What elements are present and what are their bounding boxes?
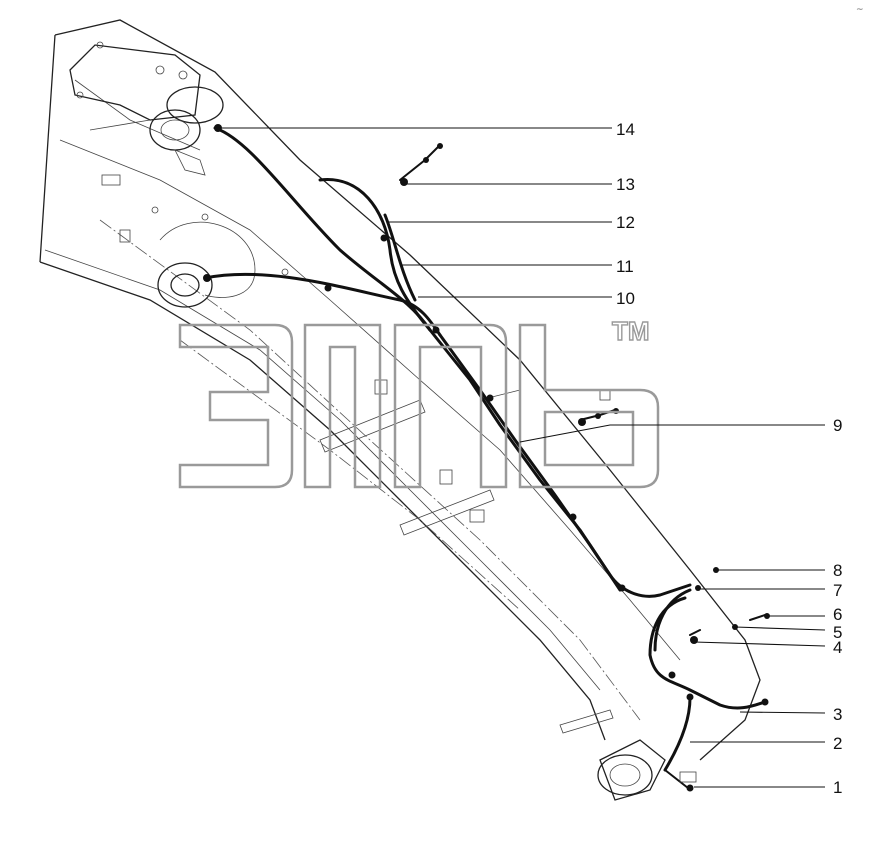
callout-1: 1 bbox=[833, 778, 842, 797]
leader-4 bbox=[693, 641, 826, 647]
corner-mark: ~ bbox=[856, 5, 864, 15]
leader-9 bbox=[519, 424, 825, 443]
watermark-logo: TM bbox=[178, 315, 660, 489]
callout-2: 2 bbox=[833, 734, 842, 753]
boom-cylinder-mount bbox=[69, 41, 224, 176]
hose-clamps bbox=[203, 124, 770, 792]
callout-13: 13 bbox=[616, 175, 635, 194]
callout-6: 6 bbox=[833, 605, 842, 624]
leader-5 bbox=[734, 626, 826, 631]
callout-3: 3 bbox=[833, 705, 842, 724]
callout-9: 9 bbox=[833, 416, 842, 435]
watermark-tm: TM bbox=[612, 316, 650, 346]
callout-12: 12 bbox=[616, 213, 635, 232]
boom-end-pivot bbox=[597, 739, 666, 801]
leader-3 bbox=[739, 711, 826, 714]
callout-4: 4 bbox=[833, 638, 842, 657]
callout-10: 10 bbox=[616, 289, 635, 308]
boom-pivot-ring bbox=[157, 221, 256, 308]
hydraulic-hoses bbox=[203, 126, 767, 789]
callout-leaders bbox=[222, 127, 826, 788]
boom-body bbox=[39, 19, 761, 761]
callout-11: 11 bbox=[616, 257, 634, 276]
callout-7: 7 bbox=[833, 581, 842, 600]
callout-5: 5 bbox=[833, 623, 842, 642]
callout-labels: 14 13 12 11 10 9 8 7 6 5 4 3 2 1 bbox=[616, 120, 842, 797]
callout-8: 8 bbox=[833, 561, 842, 580]
callout-14: 14 bbox=[616, 120, 635, 139]
